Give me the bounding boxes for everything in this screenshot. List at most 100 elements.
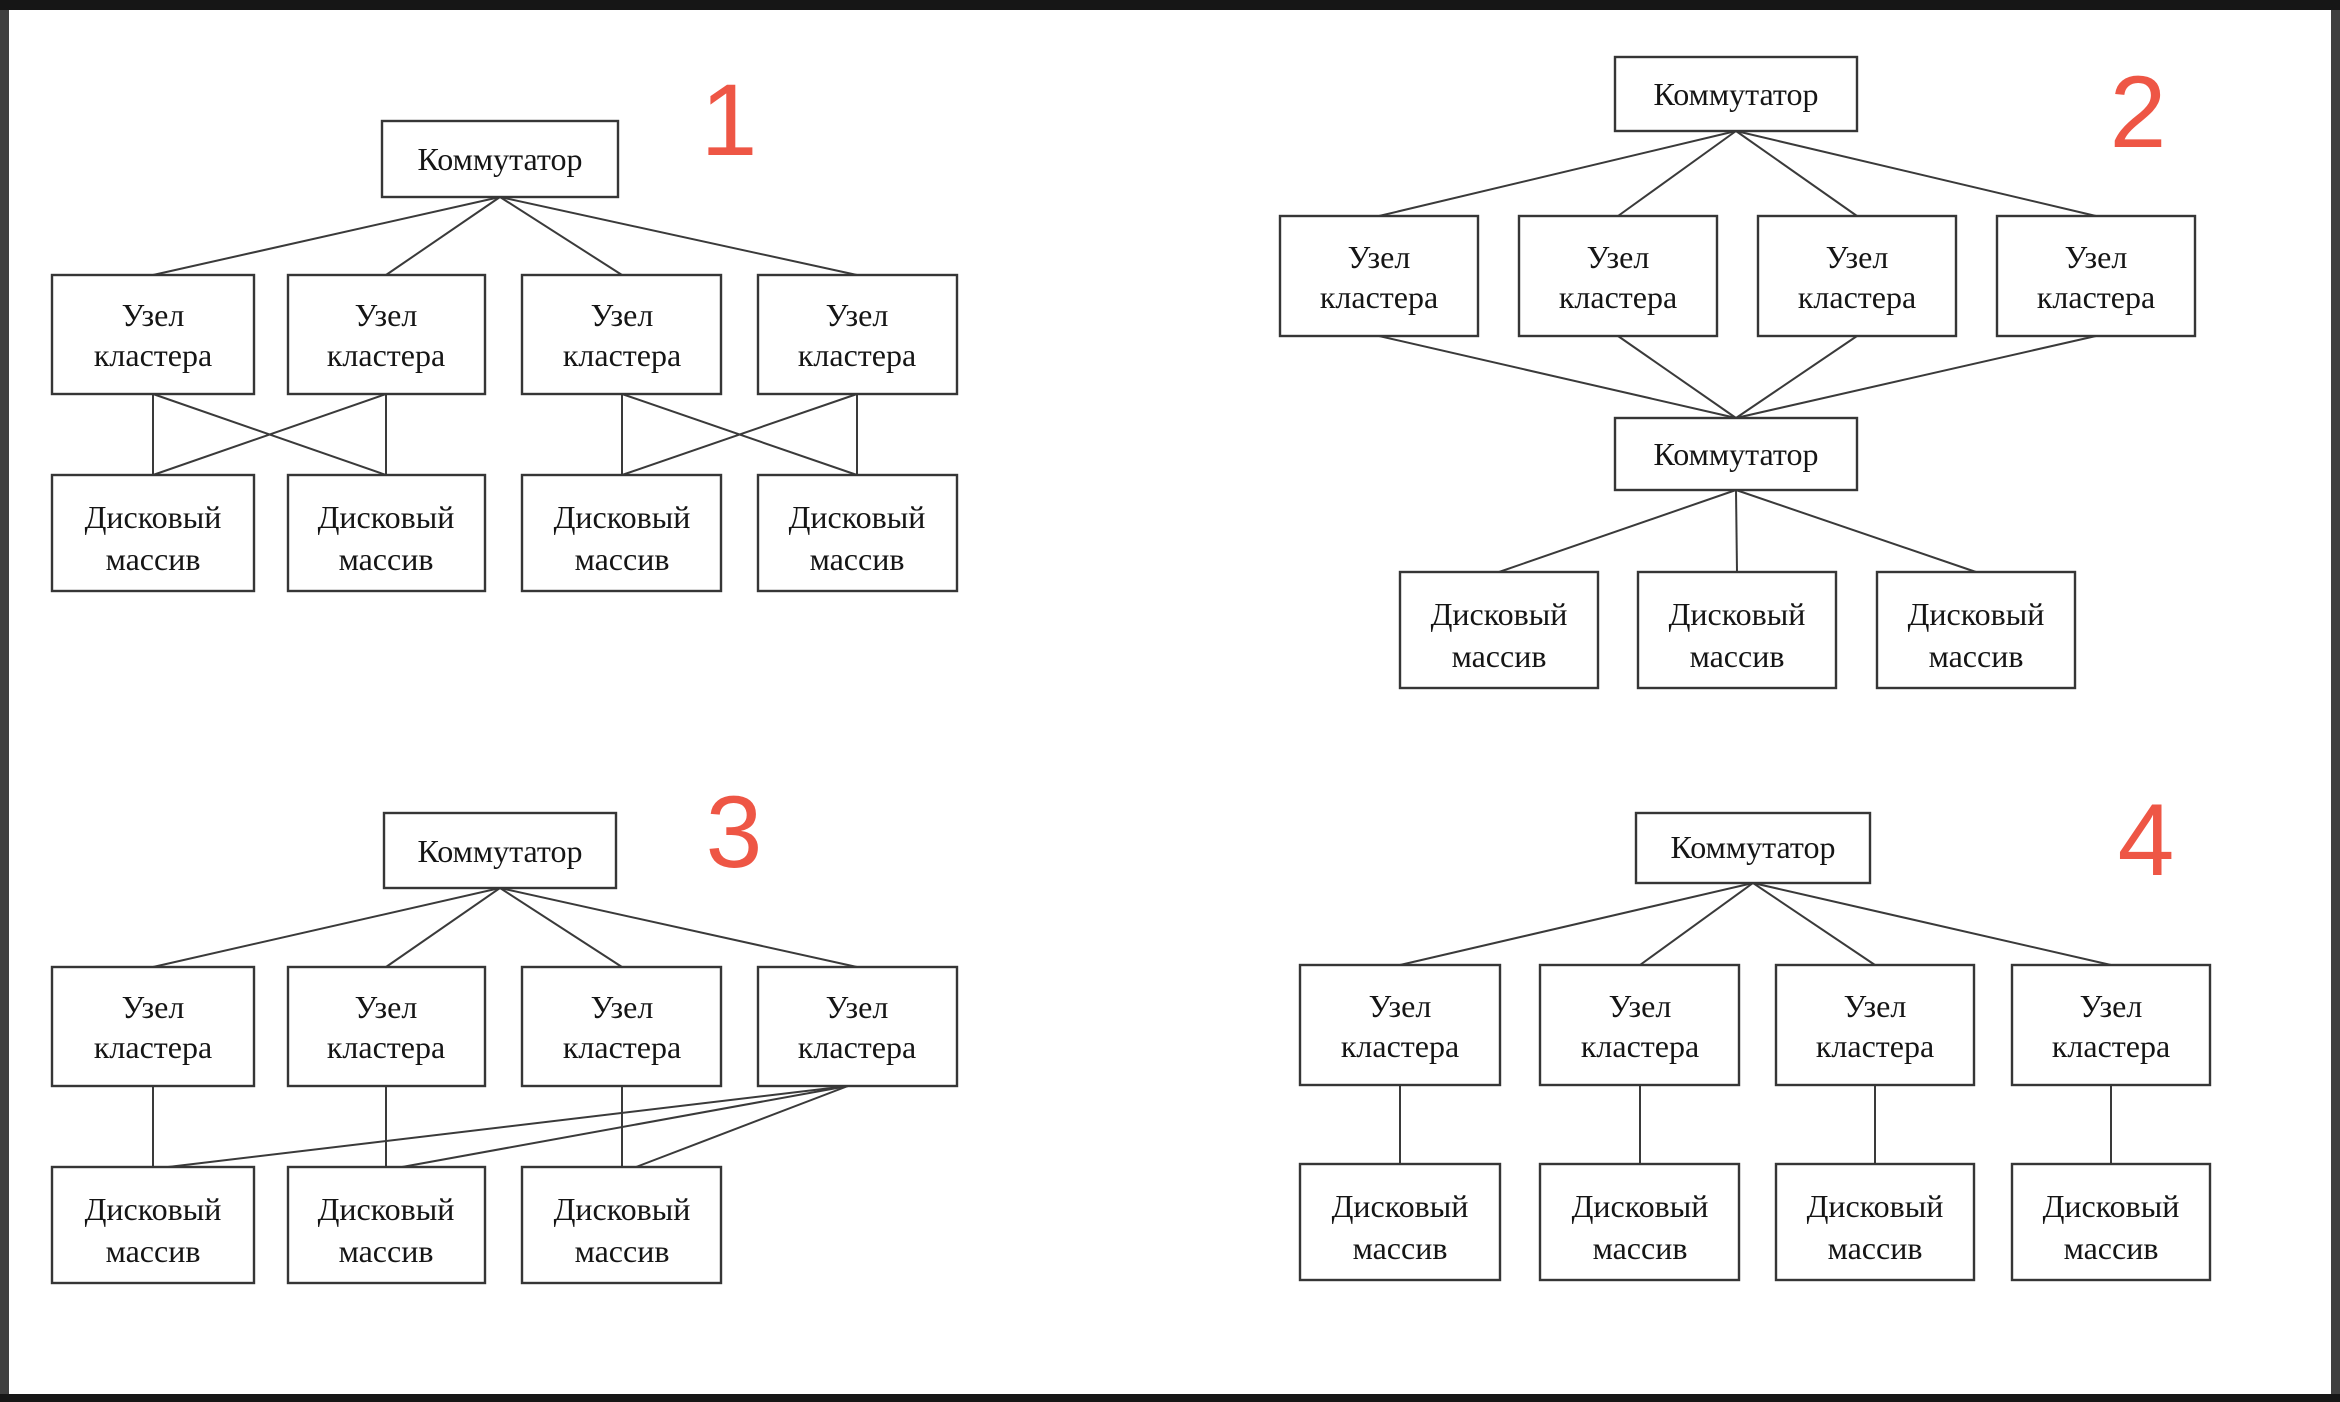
disk-array-rect bbox=[50, 1165, 256, 1285]
cluster-node-box-2: Узел кластера bbox=[1538, 963, 1741, 1087]
disk-array-label-line1: Дисковый bbox=[1669, 596, 1806, 632]
edge-node4-switchbottom bbox=[1735, 335, 2097, 419]
disk-array-box-2: Дисковый массив bbox=[286, 473, 487, 593]
disk-array-label-line2: массив bbox=[1593, 1230, 1688, 1266]
disk-array-label-line2: массив bbox=[339, 541, 434, 577]
cluster-node-rect bbox=[2010, 963, 2212, 1087]
cluster-node-label-line2: кластера bbox=[1816, 1028, 1934, 1064]
disk-array-label-line2: массив bbox=[810, 541, 905, 577]
disk-array-label-line1: Дисковый bbox=[1572, 1188, 1709, 1224]
cluster-node-label-line1: Узел bbox=[355, 989, 418, 1025]
cluster-node-box-1: Узел кластера bbox=[50, 273, 256, 396]
disk-array-label-line2: массив bbox=[106, 1233, 201, 1269]
disk-array-box-4: Дисковый массив bbox=[2010, 1162, 2212, 1282]
cluster-node-label-line1: Узел bbox=[591, 297, 654, 333]
edge-node2-disk1 bbox=[152, 393, 387, 476]
frame-right-edge bbox=[2331, 0, 2340, 1402]
cluster-node-label-line1: Узел bbox=[1844, 988, 1907, 1024]
diagram-3-edges bbox=[152, 887, 858, 1168]
cluster-node-rect bbox=[756, 273, 959, 396]
edge-node3-switchbottom bbox=[1735, 335, 1858, 419]
edge-switchtop-node1 bbox=[1378, 130, 1737, 217]
cluster-node-label-line1: Узел bbox=[2080, 988, 2143, 1024]
cluster-node-label-line2: кластера bbox=[1559, 279, 1677, 315]
cluster-node-label-line2: кластера bbox=[94, 1029, 212, 1065]
cluster-node-label-line2: кластера bbox=[94, 337, 212, 373]
cluster-node-label-line1: Узел bbox=[1826, 239, 1889, 275]
disk-array-label-line1: Дисковый bbox=[1807, 1188, 1944, 1224]
disk-array-box-1: Дисковый массив bbox=[50, 1165, 256, 1285]
cluster-node-box-2: Узел кластера bbox=[1517, 214, 1719, 338]
cluster-node-rect bbox=[756, 965, 959, 1088]
disk-array-rect bbox=[2010, 1162, 2212, 1282]
edge-switchtop-node3 bbox=[1735, 130, 1858, 217]
disk-array-box-2: Дисковый массив bbox=[1538, 1162, 1741, 1282]
cluster-node-rect bbox=[50, 965, 256, 1088]
cluster-node-label-line1: Узел bbox=[826, 297, 889, 333]
disk-array-label-line2: массив bbox=[1353, 1230, 1448, 1266]
cluster-node-rect bbox=[50, 273, 256, 396]
cluster-node-rect bbox=[1278, 214, 1480, 338]
edge-switchtop-node4 bbox=[1735, 130, 2097, 217]
edge-switch-node4 bbox=[1752, 882, 2112, 966]
disk-array-rect bbox=[1298, 1162, 1502, 1282]
edge-node4-disk3 bbox=[635, 1085, 849, 1168]
cluster-node-rect bbox=[520, 273, 723, 396]
cluster-node-box-4: Узел кластера bbox=[2010, 963, 2212, 1087]
cluster-node-label-line2: кластера bbox=[798, 1029, 916, 1065]
cluster-node-label-line1: Узел bbox=[2065, 239, 2128, 275]
disk-array-label-line1: Дисковый bbox=[318, 1191, 455, 1227]
cluster-node-rect bbox=[1756, 214, 1958, 338]
diagram-4-edges bbox=[1399, 882, 2112, 1164]
diagram-1-edges bbox=[152, 196, 858, 476]
cluster-node-box-3: Узел кластера bbox=[520, 965, 723, 1088]
switch-label: Коммутатор bbox=[1654, 76, 1819, 112]
diagram-1: Коммутатор Узел кластера Узел кластера У… bbox=[50, 63, 959, 593]
edge-switch-node2 bbox=[385, 196, 501, 276]
disk-array-label-line1: Дисковый bbox=[2043, 1188, 2180, 1224]
disk-array-box-2: Дисковый массив bbox=[286, 1165, 487, 1285]
cluster-node-box-2: Узел кластера bbox=[286, 965, 487, 1088]
cluster-node-box-2: Узел кластера bbox=[286, 273, 487, 396]
cluster-node-label-line2: кластера bbox=[2052, 1028, 2170, 1064]
edge-switch-node4 bbox=[499, 887, 858, 968]
disk-array-box-1: Дисковый массив bbox=[1298, 1162, 1502, 1282]
edge-switch-node4 bbox=[499, 196, 858, 276]
cluster-node-label-line2: кластера bbox=[1581, 1028, 1699, 1064]
disk-array-rect bbox=[520, 1165, 723, 1285]
disk-array-box-3: Дисковый массив bbox=[1774, 1162, 1976, 1282]
disk-array-label-line1: Дисковый bbox=[1332, 1188, 1469, 1224]
cluster-node-box-4: Узел кластера bbox=[756, 273, 959, 396]
cluster-node-label-line1: Узел bbox=[591, 989, 654, 1025]
edge-switch-node2 bbox=[385, 887, 501, 968]
disk-array-rect bbox=[286, 1165, 487, 1285]
switch-top-box: Коммутатор bbox=[1613, 55, 1859, 133]
disk-array-label-line2: массив bbox=[339, 1233, 434, 1269]
edge-switchtop-node2 bbox=[1617, 130, 1737, 217]
cluster-node-label-line2: кластера bbox=[1798, 279, 1916, 315]
switch-rect bbox=[382, 811, 618, 890]
cluster-node-rect bbox=[1298, 963, 1502, 1087]
edge-node1-switchbottom bbox=[1378, 335, 1737, 419]
diagram-2-edges bbox=[1378, 130, 2097, 573]
disk-array-label-line1: Дисковый bbox=[1431, 596, 1568, 632]
switch-box: Коммутатор bbox=[380, 119, 620, 199]
cluster-node-label-line1: Узел bbox=[122, 989, 185, 1025]
cluster-node-label-line1: Узел bbox=[1348, 239, 1411, 275]
disk-array-label-line1: Дисковый bbox=[1908, 596, 2045, 632]
disk-array-rect bbox=[1636, 570, 1838, 690]
disk-array-label-line1: Дисковый bbox=[85, 499, 222, 535]
edge-switch-node1 bbox=[152, 196, 501, 276]
diagram-3: Коммутатор Узел кластера Узел кластера У… bbox=[50, 775, 959, 1285]
disk-array-label-line2: массив bbox=[575, 1233, 670, 1269]
cluster-node-label-line1: Узел bbox=[355, 297, 418, 333]
edge-switchbottom-disk1 bbox=[1498, 489, 1737, 573]
cluster-node-label-line1: Узел bbox=[122, 297, 185, 333]
disk-array-label-line1: Дисковый bbox=[554, 499, 691, 535]
edge-node4-disk1 bbox=[167, 1085, 849, 1168]
edge-switchbottom-disk3 bbox=[1735, 489, 1977, 573]
disk-array-rect bbox=[1538, 1162, 1741, 1282]
edge-switch-node3 bbox=[499, 887, 623, 968]
